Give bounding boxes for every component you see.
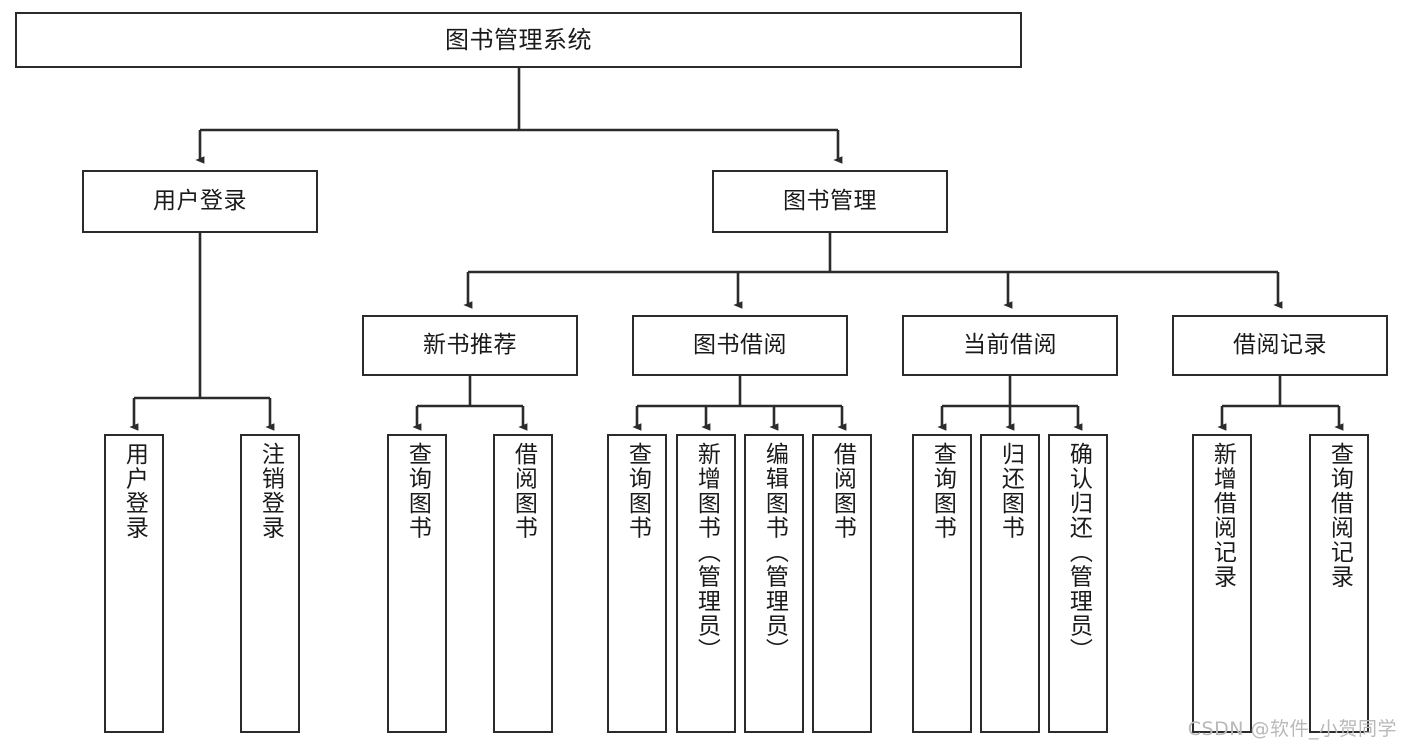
- leaf-current-confirm-return-admin[interactable]: 确认归还（管理员）: [1048, 434, 1108, 733]
- node-root-system[interactable]: 图书管理系统: [15, 12, 1022, 68]
- node-label: 归还图书: [997, 442, 1024, 540]
- leaf-record-query-record[interactable]: 查询借阅记录: [1309, 434, 1369, 733]
- node-label: 用户登录: [121, 442, 148, 540]
- node-book-management[interactable]: 图书管理: [712, 170, 948, 233]
- node-label: 借阅记录: [1233, 331, 1327, 358]
- node-label: 查询图书: [929, 442, 956, 540]
- node-label: 新增借阅记录: [1209, 442, 1236, 589]
- node-label: 图书管理系统: [445, 25, 592, 54]
- node-user-login[interactable]: 用户登录: [82, 170, 318, 233]
- node-label: 注销登录: [257, 442, 284, 540]
- node-label: 编辑图书（管理员）: [761, 442, 788, 663]
- leaf-borrow-edit-book-admin[interactable]: 编辑图书（管理员）: [744, 434, 804, 733]
- node-borrow-record[interactable]: 借阅记录: [1172, 315, 1388, 376]
- node-label: 查询借阅记录: [1326, 442, 1353, 589]
- leaf-recommend-query-book[interactable]: 查询图书: [387, 434, 447, 733]
- node-label: 图书管理: [783, 187, 877, 214]
- node-book-borrow[interactable]: 图书借阅: [632, 315, 848, 376]
- watermark-text: CSDN @软件_小贺同学: [1187, 718, 1397, 740]
- node-current-borrow[interactable]: 当前借阅: [902, 315, 1118, 376]
- node-label: 用户登录: [153, 187, 247, 214]
- node-label: 借阅图书: [829, 442, 856, 540]
- leaf-current-return-book[interactable]: 归还图书: [980, 434, 1040, 733]
- leaf-borrow-add-book-admin[interactable]: 新增图书（管理员）: [676, 434, 736, 733]
- node-label: 查询图书: [624, 442, 651, 540]
- node-label: 确认归还（管理员）: [1065, 442, 1092, 663]
- leaf-record-add-record[interactable]: 新增借阅记录: [1192, 434, 1252, 733]
- leaf-borrow-query-book[interactable]: 查询图书: [607, 434, 667, 733]
- node-label: 图书借阅: [693, 331, 787, 358]
- leaf-user-login-logout[interactable]: 注销登录: [240, 434, 300, 733]
- leaf-borrow-borrow-book[interactable]: 借阅图书: [812, 434, 872, 733]
- node-label: 当前借阅: [963, 331, 1057, 358]
- leaf-user-login-login[interactable]: 用户登录: [104, 434, 164, 733]
- leaf-recommend-borrow-book[interactable]: 借阅图书: [493, 434, 553, 733]
- node-label: 查询图书: [404, 442, 431, 540]
- node-label: 新增图书（管理员）: [693, 442, 720, 663]
- leaf-current-query-book[interactable]: 查询图书: [912, 434, 972, 733]
- node-label: 新书推荐: [423, 331, 517, 358]
- node-label: 借阅图书: [510, 442, 537, 540]
- node-new-book-recommend[interactable]: 新书推荐: [362, 315, 578, 376]
